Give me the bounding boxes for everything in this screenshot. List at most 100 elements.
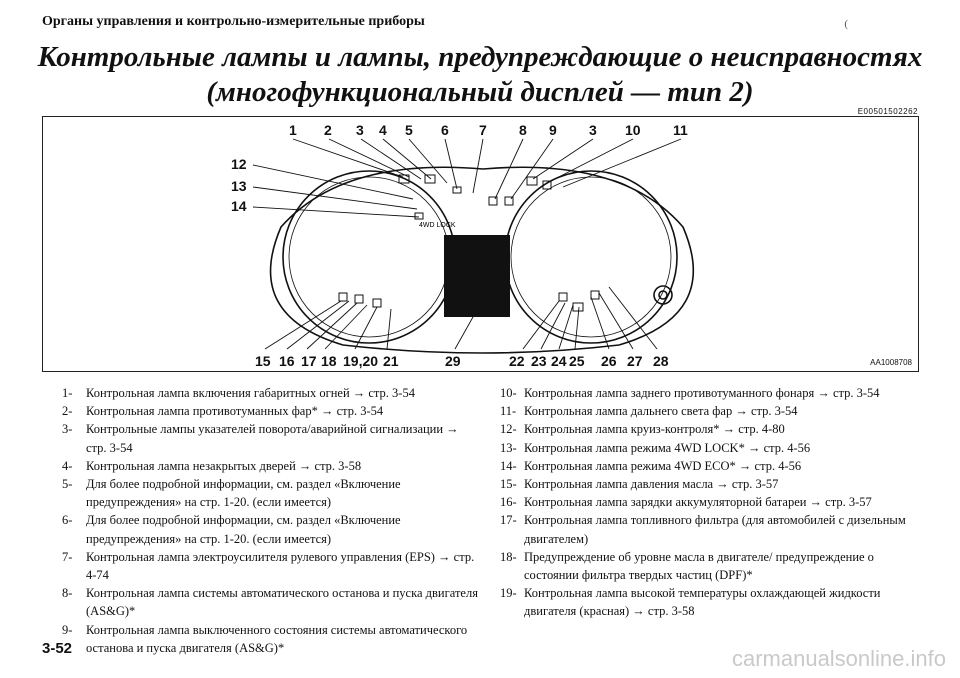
item-text: Контрольная лампа включения габаритных о… [86, 386, 415, 400]
bottom-callouts: 15 16 17 18 19,20 21 29 22 23 24 25 26 2… [255, 353, 669, 369]
item-text: Для более подробной информации, см. разд… [86, 513, 401, 546]
leader-lines [252, 138, 682, 350]
item-text: Для более подробной информации, см. разд… [86, 477, 401, 510]
item-number: 8- [62, 586, 73, 601]
callout-4: 4 [379, 122, 387, 138]
left-legend: 1- Контрольная лампа включения габаритных… [62, 384, 482, 657]
callout-3b: 3 [589, 122, 597, 138]
top-callouts: 1 2 3 4 5 6 7 8 9 3 10 11 [289, 122, 688, 138]
legend-item: 2- Контрольная лампа противотуманных фар*… [62, 402, 482, 420]
item-number: 1- [62, 386, 73, 400]
callout-3: 3 [356, 122, 364, 138]
left-gauge [282, 170, 456, 344]
legend-item: 11- Контрольная лампа дальнего света фар … [500, 402, 920, 420]
item-number: 12- [500, 422, 517, 437]
legend-item: 16- Контрольная лампа зарядки аккумулятор… [500, 493, 920, 511]
instrument-cluster-figure: 4WD LOCK [42, 116, 919, 372]
item-text: Контрольная лампа зарядки аккумуляторной… [524, 495, 872, 510]
item-text: Контрольная лампа выключенного состояния… [86, 622, 468, 655]
callout-7: 7 [479, 122, 487, 138]
callout-23: 23 [531, 353, 547, 369]
item-number: 10- [500, 386, 517, 400]
right-legend: 10- Контрольная лампа заднего противотума… [500, 384, 920, 621]
item-number: 14- [500, 458, 517, 473]
item-text: Контрольная лампа противотуманных фар* →… [86, 404, 384, 419]
page-header: Органы управления и контрольно-измерител… [42, 14, 425, 29]
indicator-text: 4WD LOCK [419, 222, 456, 229]
item-text: Контрольная лампа дальнего света фар → с… [524, 404, 798, 419]
item-text: Контрольная лампа заднего противотуманно… [524, 386, 880, 400]
item-number: 2- [62, 404, 73, 419]
legend-item: 19-Контрольная лампа высокой температуры… [500, 584, 920, 620]
item-text: Контрольная лампа топливного фильтра (дл… [524, 513, 906, 546]
item-number: 17- [500, 513, 517, 528]
corner-mark: ( [844, 18, 848, 30]
callout-25: 25 [569, 353, 585, 369]
legend-item: 18- Предупреждение об уровне масла в двиг… [500, 548, 920, 584]
item-number: 15- [500, 477, 517, 492]
callout-9: 9 [549, 122, 557, 138]
callout-10: 10 [625, 122, 641, 138]
callout-17: 17 [301, 353, 317, 369]
item-number: 13- [500, 440, 517, 455]
legend-item: 10- Контрольная лампа заднего противотума… [500, 384, 920, 402]
callout-26: 26 [601, 353, 617, 369]
item-number: 5- [62, 477, 73, 492]
watermark: carmanualsonline.info [731, 646, 946, 671]
item-text: Контрольная лампа незакрытых дверей → ст… [86, 458, 362, 473]
right-gauge [504, 170, 678, 344]
item-text: Контрольная лампа круиз-контроля* → стр.… [524, 422, 785, 437]
item-number: 4- [62, 458, 73, 473]
item-text: Контрольная лампа режима 4WD LOCK* → стр… [524, 440, 811, 455]
legend-item: 7- Контрольная лампа электроусилителя рул… [62, 548, 482, 584]
title-line-1: Контрольные лампы и лампы, предупреждающ… [37, 41, 923, 73]
legend-item: 3-Контрольные лампы указателей поворота/… [62, 420, 482, 456]
callout-15: 15 [255, 353, 271, 369]
document-code: E00501502262 [857, 107, 918, 116]
item-text: Контрольная лампа режима 4WD ECO* → стр.… [524, 458, 802, 473]
callout-13: 13 [231, 178, 247, 194]
item-text: Контрольная лампа системы автоматическог… [86, 586, 478, 619]
item-number: 19- [500, 586, 517, 601]
item-number: 9- [62, 622, 73, 637]
callout-8: 8 [519, 122, 527, 138]
callout-11: 11 [673, 122, 688, 138]
callout-6: 6 [441, 122, 449, 138]
legend-item: 12- Контрольная лампа круиз-контроля* → с… [500, 420, 920, 438]
callout-16: 16 [279, 353, 295, 369]
item-text: Контрольная лампа электроусилителя рулев… [86, 549, 475, 583]
figure-reference: AA1008708 [870, 358, 912, 367]
legend-item: 4- Контрольная лампа незакрытых дверей → … [62, 457, 482, 475]
legend-item: 13- Контрольная лампа режима 4WD LOCK* → … [500, 439, 920, 457]
page-number: 3-52 [42, 640, 73, 657]
item-number: 6- [62, 513, 73, 528]
reset-knob [653, 285, 673, 305]
callout-21: 21 [383, 353, 399, 369]
cluster-diagram: 4WD LOCK [231, 122, 695, 369]
item-text: Контрольная лампа давления масла → стр. … [524, 477, 779, 492]
callout-5: 5 [405, 122, 413, 138]
callout-2: 2 [324, 122, 332, 138]
item-number: 11- [500, 404, 517, 419]
legend-item: 15- Контрольная лампа давления масла → ст… [500, 475, 920, 493]
legend-item: 6- Для более подробной информации, см. ра… [62, 511, 482, 547]
page-title: Контрольные лампы и лампы, предупреждающ… [0, 40, 960, 110]
callout-19-20: 19,20 [343, 353, 378, 369]
legend-item: 1- Контрольная лампа включения габаритных… [62, 384, 482, 402]
callout-14: 14 [231, 198, 247, 214]
item-number: 16- [500, 495, 517, 510]
callout-29: 29 [445, 353, 461, 369]
legend-item: 8- Контрольная лампа системы автоматическ… [62, 584, 482, 620]
callout-18: 18 [321, 353, 337, 369]
item-number: 7- [62, 549, 73, 564]
legend-item: 5- Для более подробной информации, см. ра… [62, 475, 482, 511]
item-text: Контрольные лампы указателей поворота/ав… [86, 422, 459, 455]
legend-item: 9- Контрольная лампа выключенного состоян… [62, 621, 482, 657]
callout-28: 28 [653, 353, 669, 369]
item-number: 18- [500, 549, 517, 564]
left-callouts: 12 13 14 [231, 156, 247, 214]
callout-27: 27 [627, 353, 643, 369]
item-text: Предупреждение об уровне масла в двигате… [524, 549, 874, 583]
legend-item: 14- Контрольная лампа режима 4WD ECO* → с… [500, 457, 920, 475]
callout-1: 1 [289, 122, 297, 138]
